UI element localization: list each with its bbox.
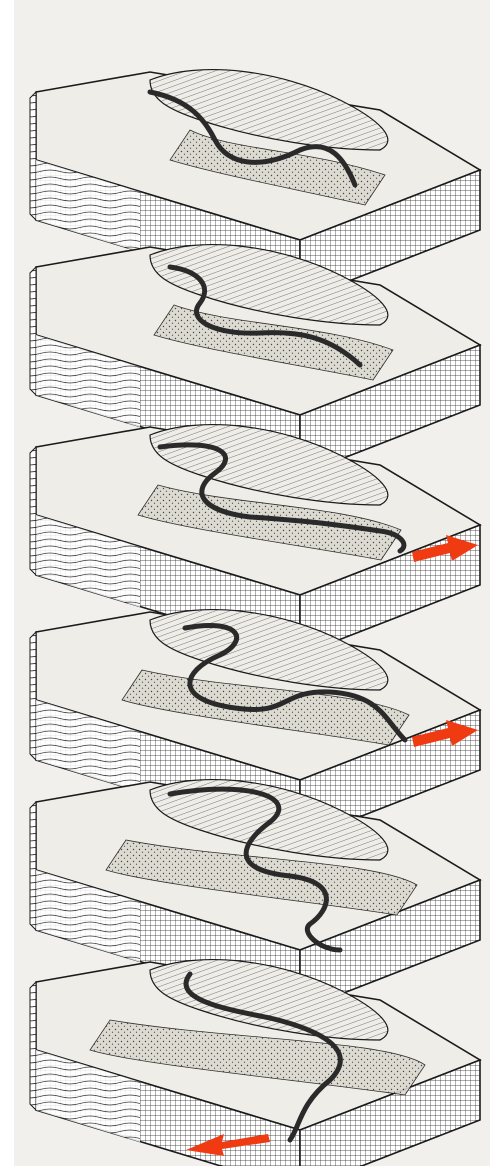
block-strata-face bbox=[30, 447, 36, 575]
block-diagram-stage-6 bbox=[30, 960, 480, 1166]
block-strata-face bbox=[30, 802, 36, 930]
block-strata-face bbox=[30, 982, 36, 1110]
block-strata-face bbox=[30, 92, 36, 220]
block-strata-face bbox=[30, 267, 36, 395]
paper-margin bbox=[0, 0, 14, 1166]
block-strata-face bbox=[30, 632, 36, 760]
